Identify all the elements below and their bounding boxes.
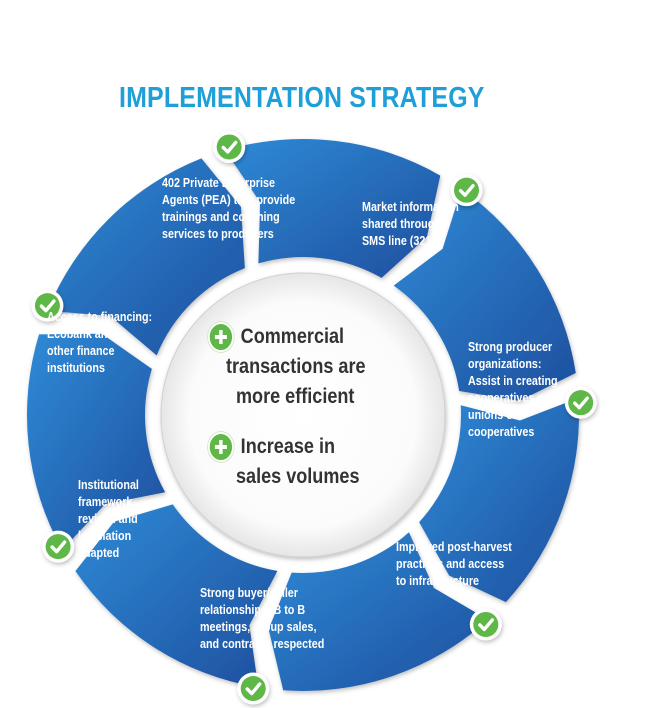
- outcome-line: sales volumes: [236, 465, 360, 488]
- outcome-line: Commercial: [240, 325, 345, 348]
- plus-circle-icon: [208, 322, 234, 352]
- seg-financing: [47, 158, 245, 356]
- check-circle-icon: [237, 672, 270, 705]
- outcome-line: transactions are: [226, 355, 366, 378]
- check-circle-icon: [469, 608, 502, 641]
- outcome-line: Increase in: [240, 435, 336, 458]
- check-circle-icon: [31, 289, 64, 322]
- plus-circle-icon: [208, 432, 234, 462]
- seg-producer-orgs: [419, 397, 579, 603]
- seg-institutional: [27, 333, 166, 550]
- outcome-line: more efficient: [236, 385, 355, 408]
- seg-buyer-seller: [75, 504, 278, 688]
- check-circle-icon: [42, 530, 75, 563]
- check-circle-icon: [213, 130, 246, 163]
- page-title: IMPLEMENTATION STRATEGY: [119, 82, 485, 114]
- center-circle: [160, 272, 446, 558]
- check-circle-icon: [450, 174, 483, 207]
- check-circle-icon: [564, 386, 597, 419]
- seg-pea: [225, 139, 441, 278]
- seg-market-info: [393, 188, 576, 401]
- seg-post-harvest: [268, 532, 489, 692]
